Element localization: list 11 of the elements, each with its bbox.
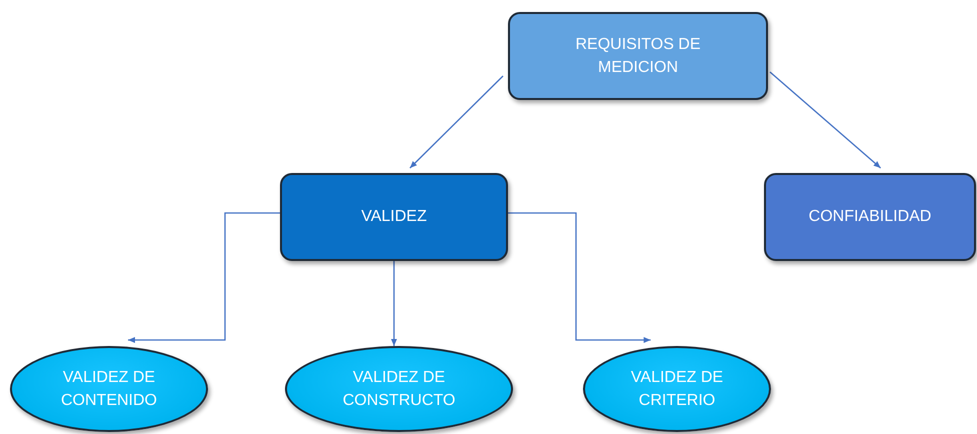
connector-arrow xyxy=(391,261,397,346)
connector-arrow xyxy=(508,212,651,343)
category-box: CONFIABILIDAD xyxy=(764,173,976,261)
type-ellipse: VALIDEZ DE CONSTRUCTO xyxy=(285,346,513,432)
requirement-box: REQUISITOS DE MEDICION xyxy=(508,12,768,100)
connector-arrow xyxy=(128,212,280,343)
connector-arrow xyxy=(770,72,882,168)
type-ellipse: VALIDEZ DE CONTENIDO xyxy=(10,346,208,432)
connector-arrow xyxy=(410,76,504,168)
type-ellipse: VALIDEZ DE CRITERIO xyxy=(583,346,771,432)
category-box: VALIDEZ xyxy=(280,173,508,261)
